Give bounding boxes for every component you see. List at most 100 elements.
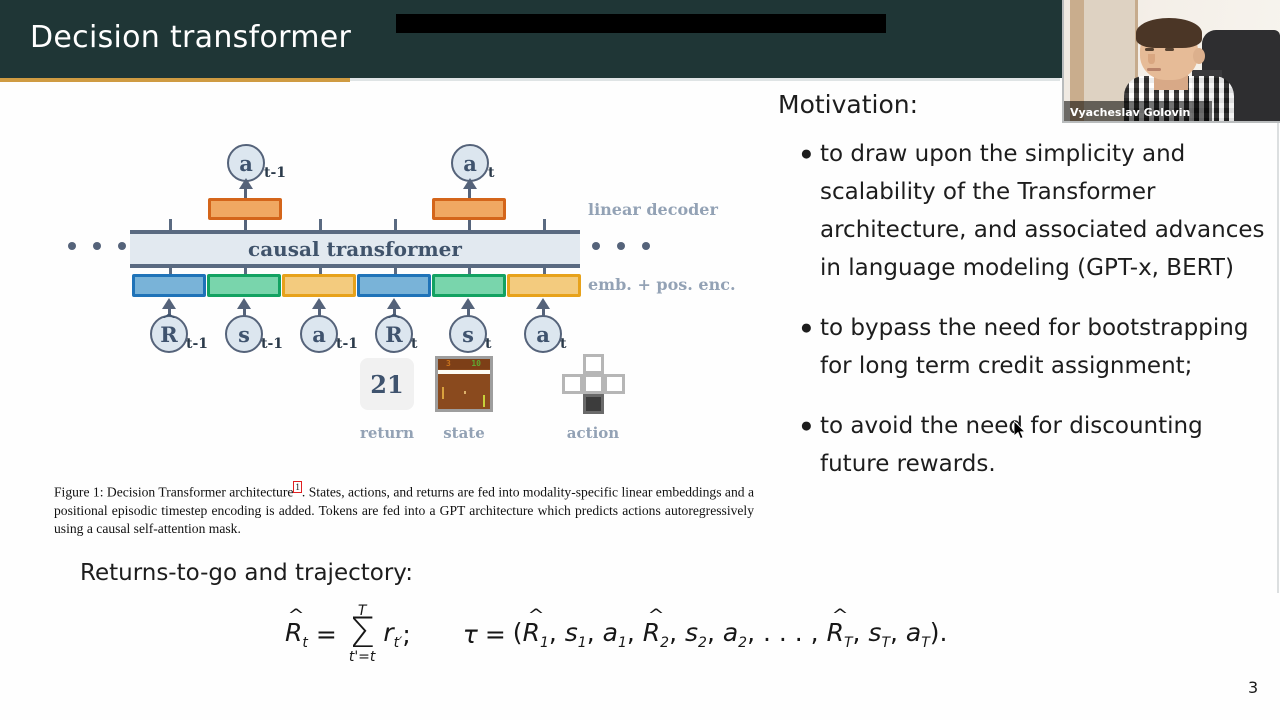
dpad-left-icon [562,374,583,394]
emb-to-transformer-tick-3 [319,268,322,277]
action-example-dpad [562,354,625,414]
embedding-bar-1-return [132,274,206,297]
webcam-person-brow-left [1144,43,1155,45]
dpad-up-icon [583,354,604,374]
dpad-right-icon [604,374,625,394]
input-token-return-tminus1: R [150,315,188,353]
webcam-border-left [1062,0,1064,123]
state-paddle-left [442,387,444,399]
motivation-bullet-3: to avoid the need for discounting future… [820,413,1203,477]
embedding-bar-3-action [282,274,356,297]
input-to-emb-stem-3 [318,308,321,318]
transformer-to-decoder-stem-2 [468,220,471,232]
formula-trajectory-tuple: (R1, s1, a1, R2, s2, a2, . . . , RT, sT,… [513,618,948,651]
input-to-emb-stem-5 [467,308,470,318]
webcam-border-bottom [1062,121,1280,123]
page-number: 3 [1248,678,1259,697]
emb-to-transformer-tick-4 [394,268,397,277]
dpad-center-icon [583,374,604,394]
motivation-bullet-list: ● to draw upon the simplicity and scalab… [800,135,1270,505]
redaction-bar [396,14,886,33]
bullet-point-icon: ● [800,142,813,165]
slide-right-edge-line [1277,123,1279,593]
webcam-participant-name: Vyacheslav Golovin [1062,101,1212,123]
motivation-bullet-2: to bypass the need for bootstrapping for… [820,315,1249,379]
transformer-top-tick-1 [169,219,172,232]
embedding-bar-2-state [207,274,281,297]
returns-to-go-heading: Returns-to-go and trajectory: [80,560,413,586]
formula-r-tprime: rt′ [383,617,403,651]
return-example-chip: 21 [360,358,414,410]
return-modality-label: return [359,424,415,442]
webcam-overlay[interactable]: Vyacheslav Golovin [1062,0,1280,123]
state-example-thumbnail: 3 10 [435,356,493,412]
input-to-emb-arrow-3 [312,298,326,309]
input-to-emb-arrow-5 [461,298,475,309]
formula-equals: = [315,619,337,649]
linear-decoder-label: linear decoder [588,200,718,219]
state-modality-label: state [443,424,485,442]
emb-to-transformer-tick-2 [244,268,247,277]
bullet-point-icon: ● [800,316,813,339]
transformer-top-tick-3 [394,219,397,232]
input-token-return-t-subscript: t [411,336,418,352]
architecture-figure: a t-1 a t causal transformer [50,130,770,460]
emb-to-transformer-tick-1 [169,268,172,277]
embedding-bar-5-state [432,274,506,297]
ellipsis-right-icon [592,242,650,250]
input-token-return-t: R [375,315,413,353]
state-divider-line [438,370,490,374]
output-token-a-t-subscript: t [488,165,495,181]
decoder-to-output-arrow-1 [239,178,253,189]
action-modality-label: action [566,424,620,442]
ellipsis-left-icon [68,242,126,250]
figure-caption-prefix: Figure 1: Decision Transformer architect… [54,484,294,500]
causal-transformer-label: causal transformer [248,237,462,261]
state-score-strip [438,359,490,369]
state-score-right: 10 [471,359,481,368]
embedding-bar-6-action [507,274,581,297]
webcam-person-ear [1193,48,1205,64]
webcam-person-eye-left [1145,48,1154,51]
transformer-top-tick-4 [543,219,546,232]
input-token-state-t-subscript: t [485,336,492,352]
header-accent-underline [0,78,350,82]
webcam-person-nose [1148,54,1155,64]
input-to-emb-arrow-2 [237,298,251,309]
dpad-down-icon [583,394,604,414]
summation-operator: T Σ t'=t [349,604,376,664]
returns-to-go-formula: Rt = T Σ t'=t rt′ ; τ = (R1, s1, a1, R2,… [285,604,948,664]
transformer-to-decoder-stem-1 [244,220,247,232]
decoder-to-output-stem-2 [468,182,471,204]
output-token-a-tminus1: a [227,144,265,182]
figure-caption: Figure 1: Decision Transformer architect… [54,481,754,538]
figure-caption-rest: . States, actions, and returns are fed i… [54,484,754,536]
webcam-door-frame [1070,0,1084,123]
input-token-return-tminus1-subscript: t-1 [186,336,209,352]
input-to-emb-stem-2 [243,308,246,318]
input-to-emb-arrow-1 [162,298,176,309]
header-secondary-underline [350,78,1060,81]
linear-decoder-box-2 [432,198,506,220]
webcam-person-mouth [1147,68,1161,71]
decoder-to-output-stem-1 [244,182,247,204]
summation-upper-limit: T [357,603,367,619]
input-token-action-t: a [524,315,562,353]
state-paddle-right [483,395,485,407]
input-token-state-t: s [449,315,487,353]
transformer-top-tick-2 [319,219,322,232]
causal-transformer-block: causal transformer [130,230,580,268]
webcam-person-eye-right [1165,48,1174,51]
footnote-marker: 1 [293,481,302,493]
embedding-bar-4-return [357,274,431,297]
input-to-emb-arrow-4 [387,298,401,309]
formula-equals-2: = [484,619,506,649]
bullet-point-icon: ● [800,414,813,437]
input-token-action-t-subscript: t [560,336,567,352]
list-item: ● to bypass the need for bootstrapping f… [800,309,1270,385]
summation-lower-limit: t'=t [348,649,376,666]
state-ball [464,391,466,394]
input-to-emb-stem-6 [542,308,545,318]
output-token-a-t: a [451,144,489,182]
